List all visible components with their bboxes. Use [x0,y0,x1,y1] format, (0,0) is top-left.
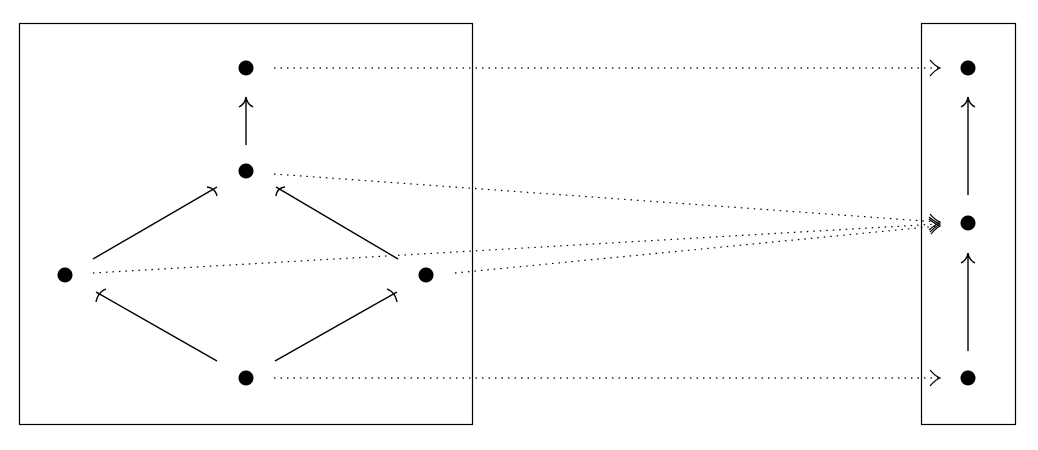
left-node-top [238,60,254,76]
right-frame [920,22,1017,426]
left-poset-box [18,22,474,426]
right-node-top [960,60,976,76]
mapping-arrows [92,59,942,387]
left-edge-right-to-middle [275,186,399,260]
map-arrow-right-to-middle [454,218,942,274]
map-arrow-top-to-top [274,59,942,77]
right-node-bottom [960,370,976,386]
left-edge-bottom-to-left [95,288,218,362]
left-edge-bottom-to-right [274,288,398,362]
map-arrow-middle-to-middle [273,173,942,231]
left-node-bottom [238,370,254,386]
left-node-right [418,267,434,283]
left-edge-left-to-middle [92,186,218,260]
left-node-left [57,267,73,283]
map-arrow-left-to-middle [92,216,942,274]
right-chain-box [920,22,1017,426]
right-edge-middle-to-top [960,96,976,195]
map-arrow-bottom-to-bottom [274,369,942,387]
left-edge-middle-to-top [238,96,254,145]
left-node-middle [238,163,254,179]
right-node-middle [960,215,976,231]
right-edge-bottom-to-middle [960,252,976,351]
left-frame [18,22,474,426]
